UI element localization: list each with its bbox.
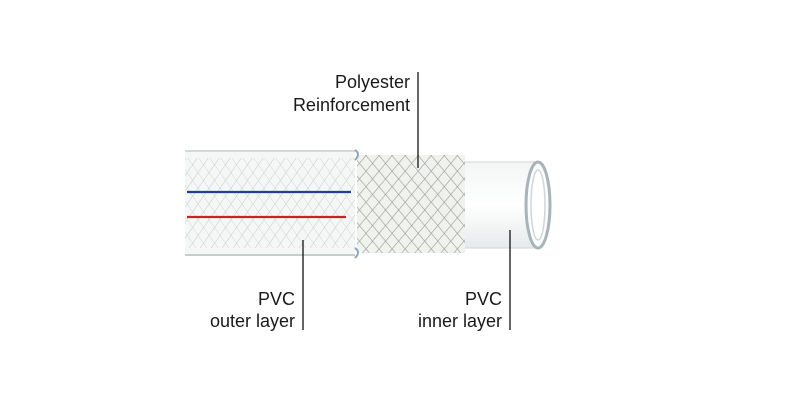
inner-layer-label-line2: inner layer: [418, 311, 502, 331]
inner-layer-label-line1: PVC: [465, 289, 502, 309]
reinforcement-label-line2: Reinforcement: [293, 95, 410, 115]
reinforcement-label-line1: Polyester: [335, 72, 410, 92]
outer-layer-label-line2: outer layer: [210, 311, 295, 331]
outer-layer-label-line1: PVC: [258, 289, 295, 309]
pvc-inner-layer: [461, 160, 552, 250]
pvc-outer-layer: [185, 149, 359, 259]
polyester-reinforcement: [357, 155, 465, 253]
